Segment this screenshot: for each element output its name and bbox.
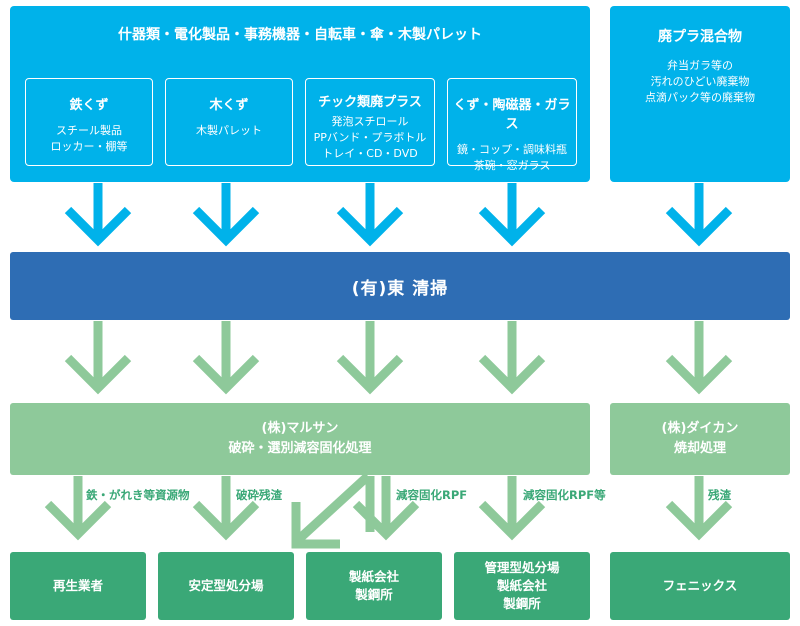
source-item-title: くず・陶磁器・ガラス: [453, 98, 571, 132]
source-item-plastic: チック類廃プラス 発泡スチロール PPバンド・プラボトル トレイ・CD・DVD: [305, 78, 435, 166]
source-item-desc: 木製パレット: [196, 124, 262, 137]
source-item-iron: 鉄くず スチール製品 ロッカー・棚等: [25, 78, 153, 166]
source-panel-desc: 弁当ガラ等の 汚れのひどい廃棄物 点滴パック等の廃棄物: [645, 59, 755, 104]
arrow-down-icon: [665, 183, 733, 247]
source-panel-mixed-plastic: 廃プラ混合物 弁当ガラ等の 汚れのひどい廃棄物 点滴パック等の廃棄物: [610, 6, 790, 182]
source-item-glass: くず・陶磁器・ガラス 鏡・コップ・調味料瓶 茶碗・窓ガラス: [447, 78, 577, 172]
processor-name: (株)ダイカン: [661, 421, 739, 436]
collector-company-name: (有)東 清掃: [351, 278, 449, 299]
arrow-down-icon: [352, 476, 420, 541]
destination-recycler: 再生業者: [10, 552, 146, 620]
arrow-down-icon: [192, 183, 260, 247]
arrow-down-icon: [44, 476, 112, 541]
processor-daikan: (株)ダイカン 焼却処理: [610, 403, 790, 475]
collector-company: (有)東 清掃: [10, 252, 790, 320]
arrow-down-icon: [478, 183, 546, 247]
edge-label-residue: 残渣: [708, 488, 731, 502]
source-item-desc: スチール製品 ロッカー・棚等: [50, 124, 128, 153]
processor-name: (株)マルサン: [261, 421, 339, 436]
arrow-diagonal-icon: [291, 472, 372, 549]
edge-label-resources: 鉄・がれき等資源物: [86, 488, 190, 502]
arrow-down-icon: [478, 476, 546, 541]
edge-label-crush-residue: 破砕残渣: [236, 488, 282, 502]
edge-label-rpf: 減容固化RPF: [396, 488, 468, 502]
arrow-down-icon: [64, 183, 132, 247]
arrow-down-icon: [192, 476, 260, 541]
source-panel-title: 廃プラ混合物: [658, 29, 742, 45]
destination-stable-landfill: 安定型処分場: [158, 552, 294, 620]
source-panel-main: 什器類・電化製品・事務機器・自転車・傘・木製パレット: [10, 6, 590, 182]
source-panel-title: 什器類・電化製品・事務機器・自転車・傘・木製パレット: [118, 27, 482, 43]
destination-managed-landfill: 管理型処分場 製紙会社 製鋼所: [454, 552, 590, 620]
arrow-down-icon: [336, 183, 404, 247]
source-item-desc: 鏡・コップ・調味料瓶 茶碗・窓ガラス: [457, 143, 567, 172]
arrow-down-icon: [478, 321, 546, 395]
source-item-title: 木くず: [209, 98, 249, 113]
arrow-down-icon: [192, 321, 260, 395]
arrow-down-icon: [64, 321, 132, 395]
arrow-down-icon: [665, 476, 733, 541]
source-item-wood: 木くず 木製パレット: [165, 78, 293, 166]
arrow-down-icon: [665, 321, 733, 395]
source-item-desc: 発泡スチロール PPバンド・プラボトル トレイ・CD・DVD: [313, 115, 427, 160]
arrow-down-icon: [336, 321, 404, 395]
source-item-title: 鉄くず: [69, 98, 109, 113]
destination-phoenix: フェニックス: [610, 552, 790, 620]
processor-marusan: (株)マルサン 破砕・選別減容固化処理: [10, 403, 590, 475]
destination-paper-steel: 製紙会社 製鋼所: [306, 552, 442, 620]
processor-method: 焼却処理: [673, 441, 726, 456]
edge-label-rpf-etc: 減容固化RPF等: [523, 488, 606, 502]
processor-method: 破砕・選別減容固化処理: [228, 441, 372, 456]
source-item-title: チック類廃プラス: [318, 95, 422, 110]
